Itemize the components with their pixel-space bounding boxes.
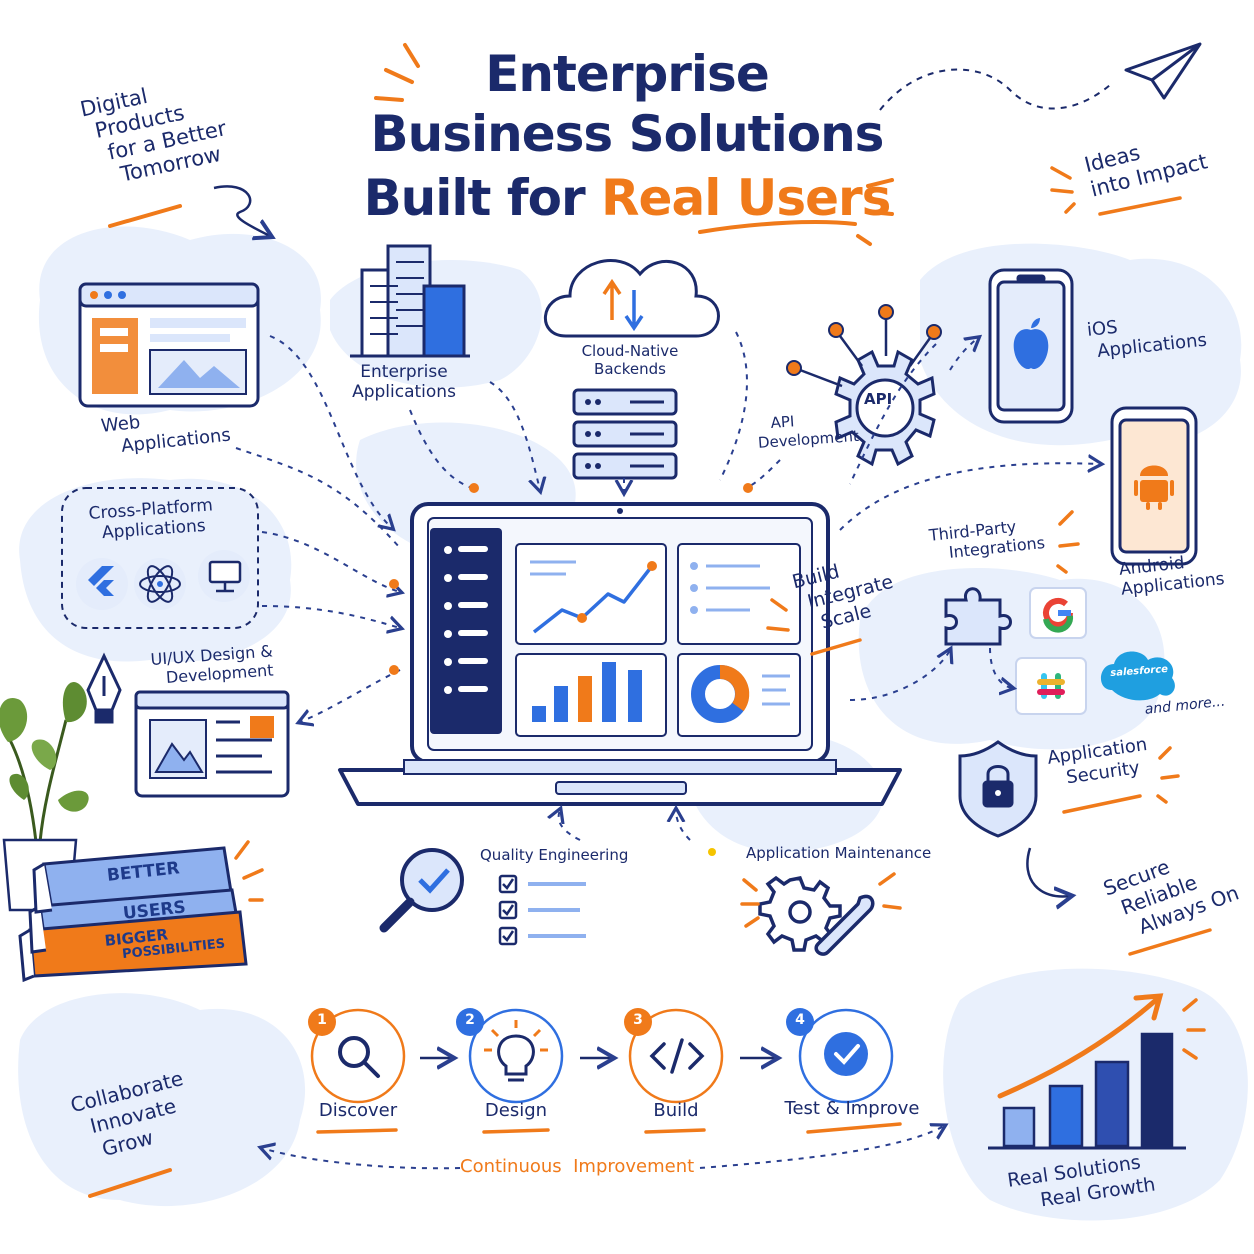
shield-lock-icon xyxy=(958,740,1038,838)
build-accents xyxy=(766,598,862,656)
security-arrow xyxy=(1026,847,1070,897)
desktop-icon xyxy=(208,560,242,593)
secure-underline xyxy=(1128,928,1212,956)
title-line-2: Business Solutions xyxy=(370,105,885,163)
continuous-improvement-label: Continuous Improvement xyxy=(460,1156,695,1177)
quality-engineering-label: Quality Engineering xyxy=(480,846,629,864)
step-2-number: 2 xyxy=(465,1012,475,1028)
step-4-number: 4 xyxy=(795,1012,805,1028)
bar-chart-bar xyxy=(628,670,642,722)
pen-nib-icon xyxy=(86,652,122,724)
cloud-servers-illustration xyxy=(543,259,720,480)
title-line-3: Built for Real Users xyxy=(277,168,977,228)
step-1-label: Discover xyxy=(318,1100,398,1121)
gear-wrench-icon xyxy=(758,875,875,956)
salesforce-cloud-icon xyxy=(1100,651,1175,701)
step-3-label: Build xyxy=(653,1100,699,1121)
bar-chart-bar xyxy=(532,706,546,722)
step-3-number: 3 xyxy=(633,1012,643,1028)
magnifier-check-icon xyxy=(379,848,464,933)
step-2-label: Design xyxy=(484,1100,548,1121)
title-highlight: Real Users xyxy=(601,169,891,227)
maintenance-accents xyxy=(740,872,902,928)
paper-plane-icon xyxy=(879,42,1202,111)
bar-chart-bar xyxy=(602,662,616,722)
web-app-illustration xyxy=(78,282,260,408)
growth-arrow xyxy=(997,993,1164,1099)
bar-chart-bar xyxy=(578,676,592,722)
flutter-icon xyxy=(88,566,114,596)
application-maintenance-label: Application Maintenance xyxy=(746,844,932,862)
growth-bar-chart xyxy=(988,1032,1186,1150)
collaborate-underline xyxy=(88,1168,172,1198)
code-icon xyxy=(649,1038,705,1074)
slack-icon xyxy=(1037,673,1065,699)
android-icon xyxy=(1134,465,1174,510)
process-number-badges xyxy=(308,1008,814,1036)
laptop-donut-chart xyxy=(691,664,750,723)
step-4-label: Test & Improve xyxy=(784,1098,920,1119)
checklist-icon xyxy=(498,874,586,946)
slack-logo-tile xyxy=(1015,657,1087,715)
ideas-accents xyxy=(1050,166,1182,216)
laptop-line-chart xyxy=(532,561,657,634)
title-accents xyxy=(374,43,894,246)
api-development-label: API Development xyxy=(757,412,860,452)
growth-accents xyxy=(1182,998,1206,1060)
books-accents xyxy=(234,840,264,902)
check-icon xyxy=(824,1032,868,1076)
title-line-1: Enterprise xyxy=(485,45,769,103)
laptop-bar-chart xyxy=(532,662,642,722)
puzzle-icon xyxy=(944,587,1012,646)
enterprise-buildings-illustration xyxy=(350,244,470,358)
connector-dots xyxy=(389,483,753,856)
third-party-accents xyxy=(1056,510,1080,574)
lightbulb-icon xyxy=(484,1020,548,1082)
magnifier-icon xyxy=(338,1036,380,1078)
line-chart-dot xyxy=(577,613,587,623)
books-stack-illustration xyxy=(18,846,248,983)
uiux-screen-illustration xyxy=(134,690,290,798)
tagline-arrow xyxy=(108,185,270,236)
title-line-3-prefix: Built for xyxy=(363,169,586,227)
connector-lines xyxy=(235,331,1100,841)
enterprise-applications-label: Enterprise Applications xyxy=(352,362,456,403)
apple-icon xyxy=(1013,318,1049,370)
react-icon xyxy=(139,565,181,603)
api-badge-label: API xyxy=(864,390,893,408)
line-chart-dot xyxy=(647,561,657,571)
process-flow xyxy=(262,1008,944,1170)
api-gear-illustration xyxy=(786,304,942,467)
bar-chart-bar xyxy=(554,686,568,722)
security-accents xyxy=(1062,746,1180,814)
cross-platform-label: Cross-Platform Applications xyxy=(88,495,214,544)
cloud-native-label: Cloud-Native Backends xyxy=(581,342,679,378)
google-icon xyxy=(1043,597,1074,633)
step-1-number: 1 xyxy=(317,1012,327,1028)
